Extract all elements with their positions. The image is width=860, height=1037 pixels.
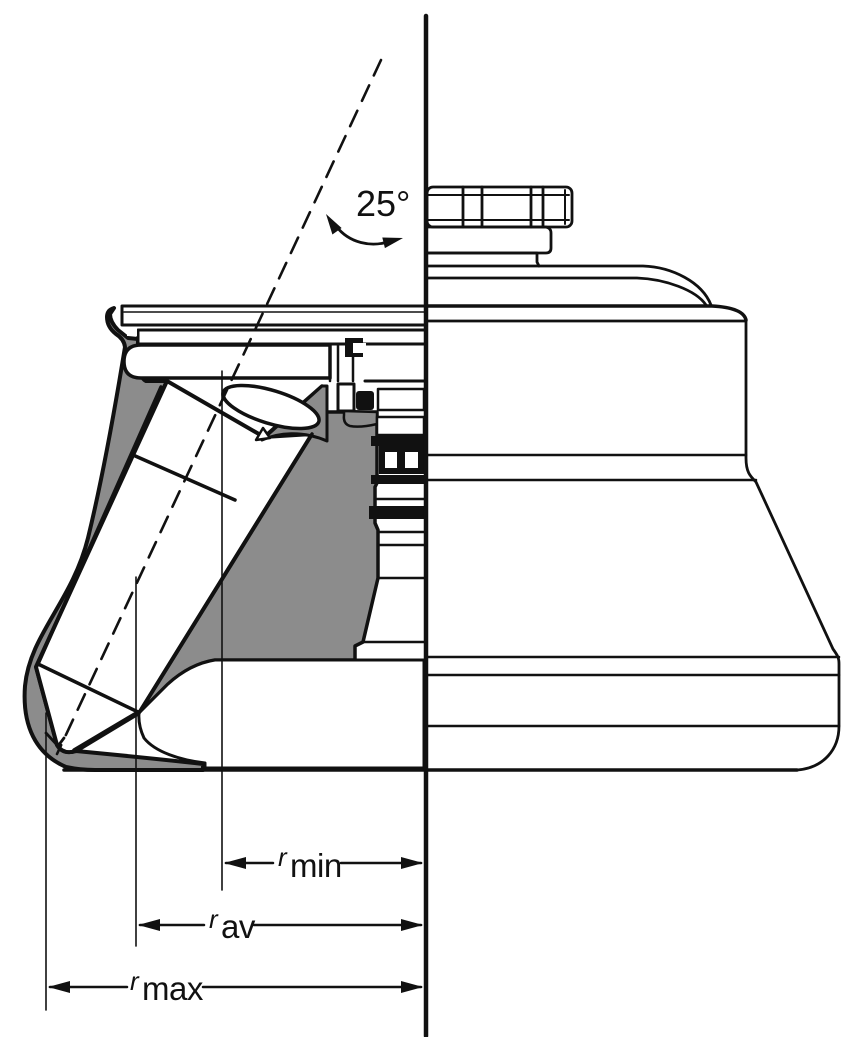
angle-label: 25° (356, 183, 410, 224)
rotor-exterior-view (424, 185, 841, 772)
lid-plate-middle (136, 328, 428, 346)
hub-band-1 (376, 387, 426, 412)
hub-coupling-slot-1 (383, 450, 399, 470)
r-min-arrowhead-left (224, 857, 246, 869)
wedge-notch (254, 426, 272, 442)
tube-cone-junction (36, 662, 140, 714)
under-rotor-recess (137, 658, 426, 770)
knob-step (424, 251, 541, 268)
tube-fill-level (131, 453, 237, 502)
tube-tip-notch (44, 731, 66, 748)
angle-arrowhead-right (382, 237, 403, 249)
rotor-body-lines (424, 453, 841, 728)
tube-left-wall (36, 385, 163, 666)
tube-cone-side (72, 710, 140, 752)
angle-annotation: 25° (326, 183, 410, 249)
hub-vertical-lines (328, 342, 355, 383)
lid-dome (424, 264, 713, 307)
hub-flange-1 (371, 436, 424, 446)
centrifuge-tube (36, 385, 237, 752)
hub-step-lines (361, 497, 426, 644)
r-av-arrowhead-left (138, 919, 160, 931)
knob-inner-lines (427, 194, 570, 221)
lid-knob (425, 185, 574, 229)
knob-flange (424, 225, 553, 255)
hub-coupling-slot-2 (403, 450, 420, 470)
tube-mouth-ellipse (221, 383, 321, 431)
hub-lip (342, 409, 379, 428)
lid-rim (424, 304, 748, 323)
tube-axis-dashed-line (55, 58, 383, 756)
bore-right-wall (137, 432, 314, 715)
hub-flange-2 (371, 475, 424, 484)
r-max-arrowhead-right (401, 981, 423, 993)
rotor-cross-section (22, 304, 799, 772)
r-av-arrowhead-right (401, 919, 423, 931)
angle-arrowhead-left (326, 214, 342, 235)
rotor-body-outline (744, 318, 841, 772)
hub-band-2 (375, 415, 426, 437)
hub-slot (336, 382, 356, 413)
rotor-lid-section (120, 304, 428, 380)
rotor-body-section (22, 306, 205, 772)
hub-flange-3 (369, 506, 424, 519)
angle-arc (334, 224, 393, 246)
lid-hook-notch (127, 327, 137, 336)
r-min-arrowhead-right (401, 857, 423, 869)
knob-ribs (461, 185, 566, 229)
lid-clip-notch (353, 343, 366, 353)
drive-hub-section (328, 338, 426, 644)
r-max-arrowhead-left (48, 981, 70, 993)
lid-plate-top (120, 304, 428, 327)
hub-seal (356, 391, 374, 410)
lid-plate-bottom (122, 343, 332, 380)
